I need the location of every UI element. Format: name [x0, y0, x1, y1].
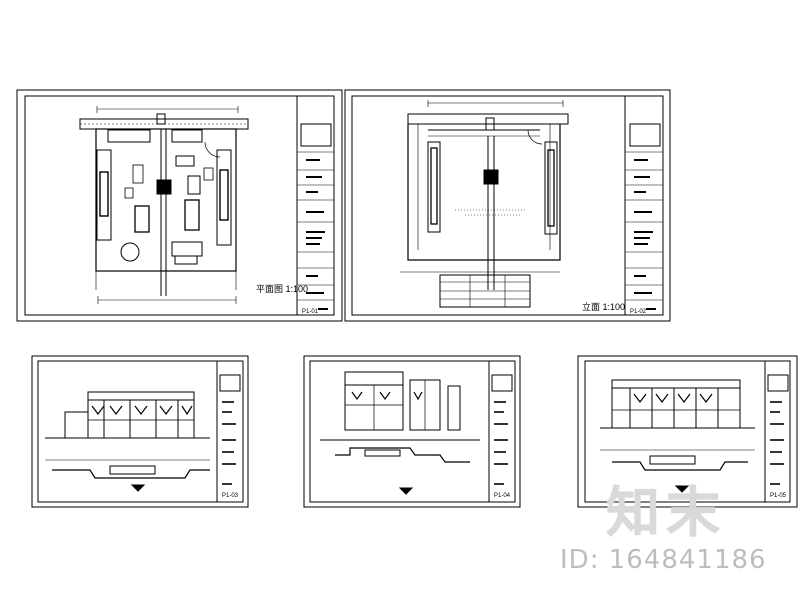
sheet-plan-1 [16, 89, 343, 322]
elevation-c-sheet-no: P1-05 [770, 493, 787, 499]
plan-2-scale-label: 立面 1:100 [582, 301, 625, 312]
sheet-elevation-a [31, 355, 249, 508]
watermark-logo: 知末 [606, 481, 726, 544]
sheet-elevation-c [577, 355, 798, 508]
elevation-b-sheet-no: P1-04 [494, 493, 511, 499]
sheet-plan-2 [344, 89, 671, 322]
plan-2-sheet-no: P1-02 [630, 309, 647, 315]
elevation-a-sheet-no: P1-03 [222, 493, 239, 499]
sheet-elevation-b [303, 355, 521, 508]
plan-1-scale-label: 平面图 1:100 [256, 284, 308, 294]
watermark-id: ID: 164841186 [560, 545, 767, 575]
plan-1-sheet-no: P1-01 [302, 309, 319, 315]
